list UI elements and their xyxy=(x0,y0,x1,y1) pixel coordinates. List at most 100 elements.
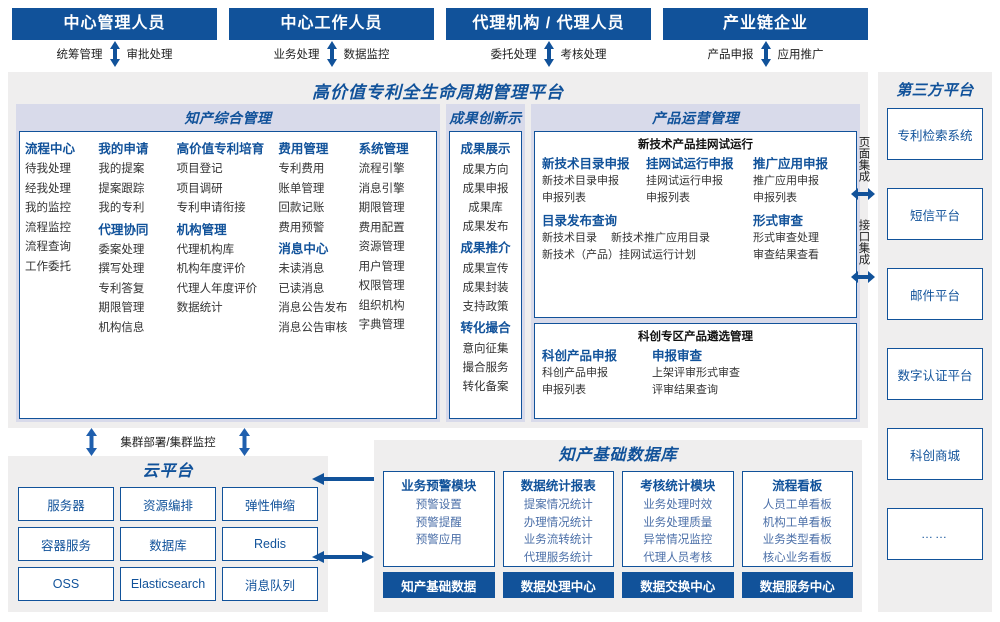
menu-item[interactable]: 经我处理 xyxy=(25,182,71,195)
menu-item[interactable]: 数据统计 xyxy=(176,302,223,314)
menu-item[interactable]: 消息公告发布 xyxy=(278,302,348,314)
third-party-item[interactable]: 短信平台 xyxy=(887,188,983,240)
menu-item[interactable]: 我的提案 xyxy=(98,163,145,175)
menu-item[interactable]: 代理机构库 xyxy=(176,243,235,256)
card-footer[interactable]: 数据服务中心 xyxy=(741,572,853,598)
menu-item[interactable]: 预警设置 xyxy=(415,499,462,511)
menu-item[interactable]: 未读消息 xyxy=(278,263,325,275)
third-party-item[interactable]: 数字认证平台 xyxy=(887,348,983,400)
menu-item[interactable]: 项目调研 xyxy=(176,182,223,195)
menu-item[interactable]: 人员工单看板 xyxy=(762,499,832,511)
card-footer[interactable]: 数据处理中心 xyxy=(502,572,614,598)
menu-item[interactable]: 期限管理 xyxy=(358,202,405,214)
cloud-service-cell[interactable]: 消息队列 xyxy=(222,567,318,601)
actor-title[interactable]: 中心工作人员 xyxy=(229,8,434,40)
menu-item[interactable]: 意向征集 xyxy=(462,343,509,355)
menu-item[interactable]: 委案处理 xyxy=(98,243,145,256)
formal-review-item[interactable]: 形式审查处理 xyxy=(753,232,819,244)
menu-item[interactable]: 成果宣传 xyxy=(462,263,509,275)
menu-item[interactable]: 上架评审形式审查 xyxy=(652,367,740,379)
menu-item[interactable]: 业务流转统计 xyxy=(523,534,593,546)
menu-item[interactable]: 撰写处理 xyxy=(98,263,145,275)
menu-item[interactable]: 成果发布 xyxy=(462,221,509,233)
menu-item[interactable]: 支持政策 xyxy=(462,301,509,313)
menu-item[interactable]: 提案情况统计 xyxy=(523,499,593,511)
menu-item[interactable]: 预警提醒 xyxy=(415,516,462,529)
menu-item[interactable]: 组织机构 xyxy=(358,299,405,312)
menu-item[interactable]: 申报列表 xyxy=(542,192,586,204)
menu-item[interactable]: 办理情况统计 xyxy=(523,516,593,529)
menu-item[interactable]: 消息引擎 xyxy=(358,182,405,195)
menu-item[interactable]: 我的监控 xyxy=(25,202,71,214)
menu-item[interactable]: 流程监控 xyxy=(25,221,71,234)
actor-title[interactable]: 中心管理人员 xyxy=(12,8,217,40)
cloud-service-cell[interactable]: 服务器 xyxy=(18,487,114,521)
catalog-item[interactable]: 新技术推广应用目录 xyxy=(611,232,710,244)
third-party-item[interactable]: 专利检索系统 xyxy=(887,108,983,160)
menu-item[interactable]: 消息公告审核 xyxy=(278,321,348,334)
third-party-item[interactable]: 科创商城 xyxy=(887,428,983,480)
menu-item[interactable]: 待我处理 xyxy=(25,163,71,175)
actor-title[interactable]: 代理机构 / 代理人员 xyxy=(446,8,651,40)
menu-item[interactable]: 代理人年度评价 xyxy=(176,282,258,295)
menu-item[interactable]: 业务处理时效 xyxy=(643,499,713,511)
menu-item[interactable]: 已读消息 xyxy=(278,282,325,295)
menu-item[interactable]: 评审结果查询 xyxy=(652,384,718,396)
menu-item[interactable]: 用户管理 xyxy=(358,260,405,273)
menu-item[interactable]: 推广应用申报 xyxy=(753,175,819,187)
cloud-service-cell[interactable]: 资源编排 xyxy=(120,487,216,521)
card-footer[interactable]: 知产基础数据 xyxy=(383,572,495,598)
menu-item[interactable]: 权限管理 xyxy=(358,280,405,292)
menu-item[interactable]: 业务类型看板 xyxy=(762,534,832,546)
menu-item[interactable]: 资源管理 xyxy=(358,241,405,253)
cloud-service-cell[interactable]: Redis xyxy=(222,527,318,561)
third-party-item[interactable]: …… xyxy=(887,508,983,560)
menu-item[interactable]: 业务处理质量 xyxy=(643,516,713,529)
menu-item[interactable]: 代理服务统计 xyxy=(523,551,593,564)
menu-item[interactable]: 提案跟踪 xyxy=(98,182,145,195)
menu-item[interactable]: 核心业务看板 xyxy=(762,551,832,564)
menu-item[interactable]: 账单管理 xyxy=(278,182,325,195)
menu-item[interactable]: 申报列表 xyxy=(646,192,690,204)
menu-item[interactable]: 流程引擎 xyxy=(358,163,405,175)
cloud-service-cell[interactable]: Elasticsearch xyxy=(120,567,216,601)
formal-review-item[interactable]: 审查结果查看 xyxy=(753,249,819,261)
menu-item[interactable]: 异常情况监控 xyxy=(643,534,713,546)
menu-item[interactable]: 撮合服务 xyxy=(462,362,509,374)
menu-item[interactable]: 回款记账 xyxy=(278,202,325,214)
actor-title[interactable]: 产业链企业 xyxy=(663,8,868,40)
menu-item[interactable]: 成果申报 xyxy=(462,183,509,195)
menu-item[interactable]: 新技术目录申报 xyxy=(542,175,619,187)
catalog-item[interactable]: 新技术目录 xyxy=(542,232,597,244)
menu-item[interactable]: 成果封装 xyxy=(462,282,509,294)
menu-item[interactable]: 流程查询 xyxy=(25,241,71,253)
cloud-service-cell[interactable]: OSS xyxy=(18,567,114,601)
menu-item[interactable]: 挂网试运行申报 xyxy=(646,175,723,187)
menu-item[interactable]: 申报列表 xyxy=(753,192,797,204)
menu-item[interactable]: 机构信息 xyxy=(98,321,145,334)
menu-item[interactable]: 代理人员考核 xyxy=(643,551,713,564)
menu-item[interactable]: 项目登记 xyxy=(176,163,223,175)
menu-item[interactable]: 工作委托 xyxy=(25,260,71,273)
menu-item[interactable]: 期限管理 xyxy=(98,302,145,314)
menu-item[interactable]: 成果库 xyxy=(468,202,503,214)
menu-item[interactable]: 预警应用 xyxy=(415,534,462,546)
menu-item[interactable]: 转化备案 xyxy=(462,381,509,393)
menu-item[interactable]: 专利申请衔接 xyxy=(176,202,246,214)
menu-item[interactable]: 机构工单看板 xyxy=(762,516,832,529)
menu-item[interactable]: 专利答复 xyxy=(98,282,145,295)
menu-item[interactable]: 成果方向 xyxy=(462,164,509,176)
cloud-service-cell[interactable]: 容器服务 xyxy=(18,527,114,561)
menu-item[interactable]: 专利费用 xyxy=(278,163,325,175)
menu-item[interactable]: 费用配置 xyxy=(358,221,405,234)
menu-item[interactable]: 申报列表 xyxy=(542,384,586,396)
cloud-service-cell[interactable]: 弹性伸缩 xyxy=(222,487,318,521)
third-party-item[interactable]: 邮件平台 xyxy=(887,268,983,320)
catalog-item-wide[interactable]: 新技术（产品）挂网试运行计划 xyxy=(542,249,696,261)
menu-item[interactable]: 字典管理 xyxy=(358,319,405,331)
menu-item[interactable]: 机构年度评价 xyxy=(176,263,246,275)
menu-item[interactable]: 我的专利 xyxy=(98,202,145,214)
menu-item[interactable]: 费用预警 xyxy=(278,221,325,234)
card-footer[interactable]: 数据交换中心 xyxy=(622,572,734,598)
menu-item[interactable]: 科创产品申报 xyxy=(542,367,608,379)
